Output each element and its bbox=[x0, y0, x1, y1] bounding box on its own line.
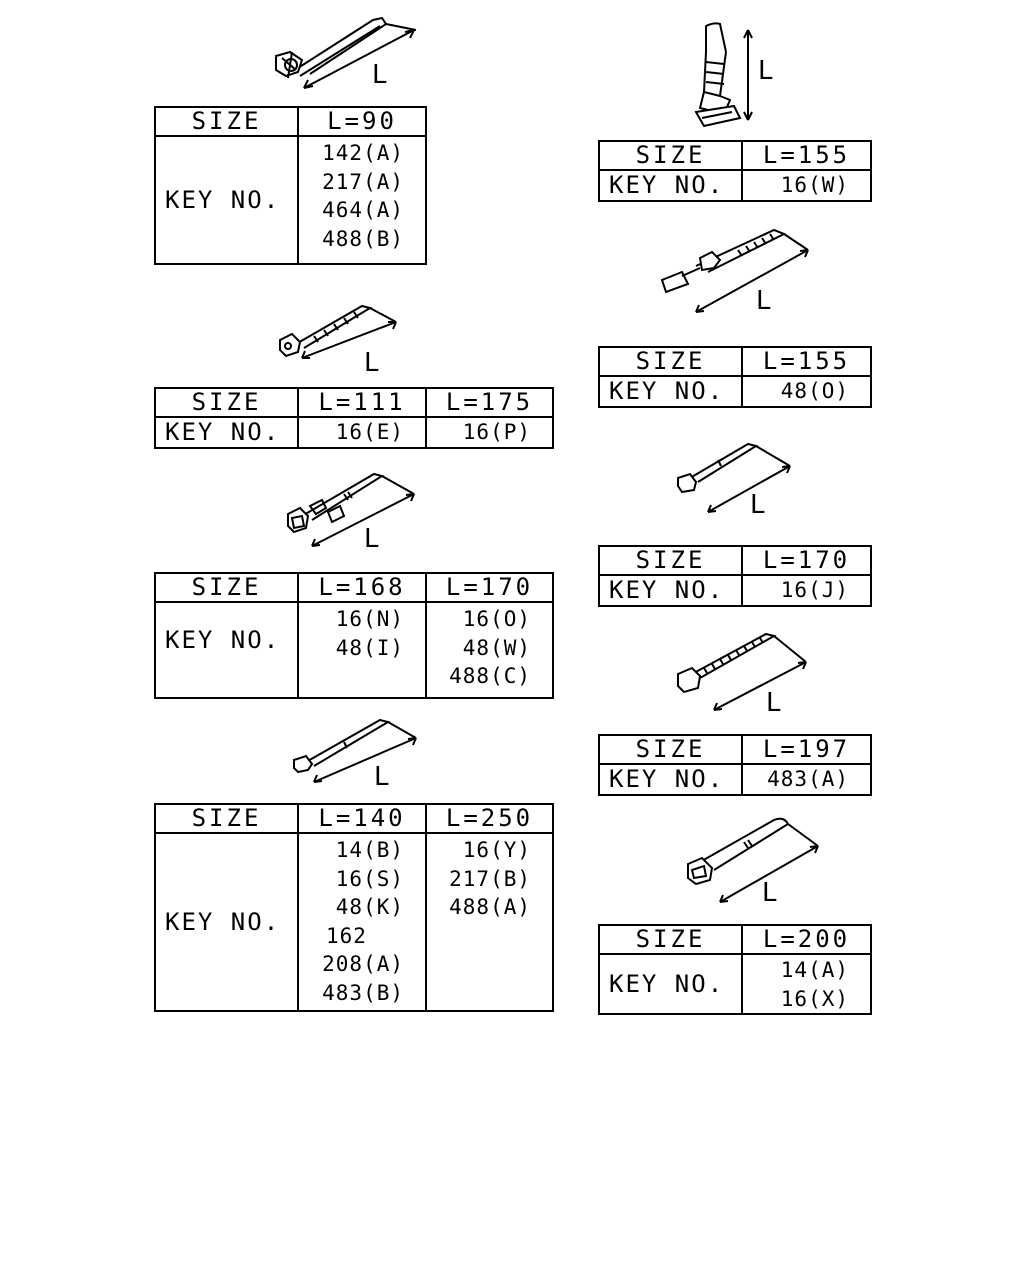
size-value: L=170 bbox=[741, 545, 872, 576]
size-header: SIZE bbox=[598, 346, 743, 377]
key-number: 16(J) bbox=[780, 578, 849, 602]
size-value: L=90 bbox=[297, 106, 427, 137]
size-table-8: SIZE L=197 KEY NO. 483(A) bbox=[598, 734, 872, 796]
size-table-4: SIZE L=140 L=250 KEY NO. 14(B) 16(S) 48(… bbox=[154, 803, 554, 1012]
cable-tie-illustration-8: L bbox=[674, 628, 814, 718]
key-number: 14(B) bbox=[335, 838, 404, 862]
cable-tie-illustration-6: L bbox=[656, 222, 816, 318]
key-number: 483(B) bbox=[322, 980, 404, 1005]
length-label: L bbox=[364, 524, 379, 554]
cable-tie-illustration-3: L bbox=[282, 466, 422, 554]
key-number-label: KEY NO. bbox=[154, 416, 299, 449]
key-number: 483(A) bbox=[767, 767, 849, 791]
size-header: SIZE bbox=[598, 924, 743, 955]
key-number: 48(I) bbox=[335, 635, 404, 660]
key-number: 208(A) bbox=[322, 952, 404, 976]
size-header: SIZE bbox=[154, 803, 299, 834]
key-number: 48(W) bbox=[462, 635, 531, 660]
key-number: 162 bbox=[326, 923, 367, 948]
key-number: 16(E) bbox=[335, 420, 404, 444]
length-label: L bbox=[374, 762, 389, 792]
key-number: 16(Y) bbox=[462, 838, 531, 862]
key-number: 48(O) bbox=[780, 379, 849, 403]
size-value: L=170 bbox=[425, 572, 554, 603]
key-number: 16(S) bbox=[335, 866, 404, 891]
size-header: SIZE bbox=[154, 106, 299, 137]
length-label: L bbox=[756, 286, 771, 316]
key-number-label: KEY NO. bbox=[598, 169, 743, 202]
size-table-7: SIZE L=170 KEY NO. 16(J) bbox=[598, 545, 872, 607]
key-number: 217(A) bbox=[322, 169, 404, 194]
size-value: L=175 bbox=[425, 387, 554, 418]
size-value: L=155 bbox=[741, 140, 872, 171]
key-number: 48(K) bbox=[335, 895, 404, 919]
cable-tie-illustration-7: L bbox=[674, 436, 798, 520]
size-table-6: SIZE L=155 KEY NO. 48(O) bbox=[598, 346, 872, 408]
key-number-label: KEY NO. bbox=[598, 763, 743, 796]
key-number-label: KEY NO. bbox=[154, 832, 299, 1012]
key-number: 16(N) bbox=[335, 607, 404, 631]
cable-tie-illustration-4: L bbox=[288, 712, 428, 792]
cable-tie-illustration-9: L bbox=[684, 814, 824, 910]
size-value: L=111 bbox=[297, 387, 427, 418]
key-number: 142(A) bbox=[322, 141, 404, 165]
size-value: L=140 bbox=[297, 803, 427, 834]
key-number: 488(C) bbox=[449, 664, 531, 688]
cable-tie-illustration-5: L bbox=[690, 22, 790, 134]
size-header: SIZE bbox=[598, 545, 743, 576]
size-value: L=250 bbox=[425, 803, 554, 834]
size-table-2: SIZE L=111 L=175 KEY NO. 16(E) 16(P) bbox=[154, 387, 554, 449]
size-table-9: SIZE L=200 KEY NO. 14(A) 16(X) bbox=[598, 924, 872, 1015]
cable-tie-illustration-2: L bbox=[274, 298, 414, 378]
cable-tie-illustration-1: L bbox=[268, 8, 428, 98]
length-label: L bbox=[762, 878, 777, 908]
key-number-label: KEY NO. bbox=[598, 375, 743, 408]
key-number: 14(A) bbox=[780, 958, 849, 982]
size-header: SIZE bbox=[598, 140, 743, 171]
size-value: L=200 bbox=[741, 924, 872, 955]
key-number: 217(B) bbox=[449, 866, 531, 891]
size-header: SIZE bbox=[154, 387, 299, 418]
key-number: 16(X) bbox=[780, 986, 849, 1011]
size-value: L=155 bbox=[741, 346, 872, 377]
size-table-3: SIZE L=168 L=170 KEY NO. 16(N) 48(I) 16(… bbox=[154, 572, 554, 699]
size-header: SIZE bbox=[598, 734, 743, 765]
length-label: L bbox=[372, 60, 387, 90]
key-number: 488(B) bbox=[322, 226, 404, 251]
length-label: L bbox=[364, 348, 379, 378]
key-number: 464(A) bbox=[322, 198, 404, 222]
length-label: L bbox=[758, 56, 773, 86]
key-number: 16(P) bbox=[462, 420, 531, 444]
size-table-1: SIZE L=90 KEY NO. 142(A) 217(A) 464(A) 4… bbox=[154, 106, 427, 265]
key-number-label: KEY NO. bbox=[154, 135, 299, 265]
key-number-label: KEY NO. bbox=[154, 601, 299, 699]
size-header: SIZE bbox=[154, 572, 299, 603]
key-number: 488(A) bbox=[449, 895, 531, 919]
key-number-label: KEY NO. bbox=[598, 953, 743, 1015]
key-number-label: KEY NO. bbox=[598, 574, 743, 607]
length-label: L bbox=[766, 688, 781, 718]
size-value: L=168 bbox=[297, 572, 427, 603]
length-label: L bbox=[750, 490, 765, 520]
size-table-5: SIZE L=155 KEY NO. 16(W) bbox=[598, 140, 872, 202]
key-number: 16(W) bbox=[780, 173, 849, 197]
key-number: 16(O) bbox=[462, 607, 531, 631]
size-value: L=197 bbox=[741, 734, 872, 765]
